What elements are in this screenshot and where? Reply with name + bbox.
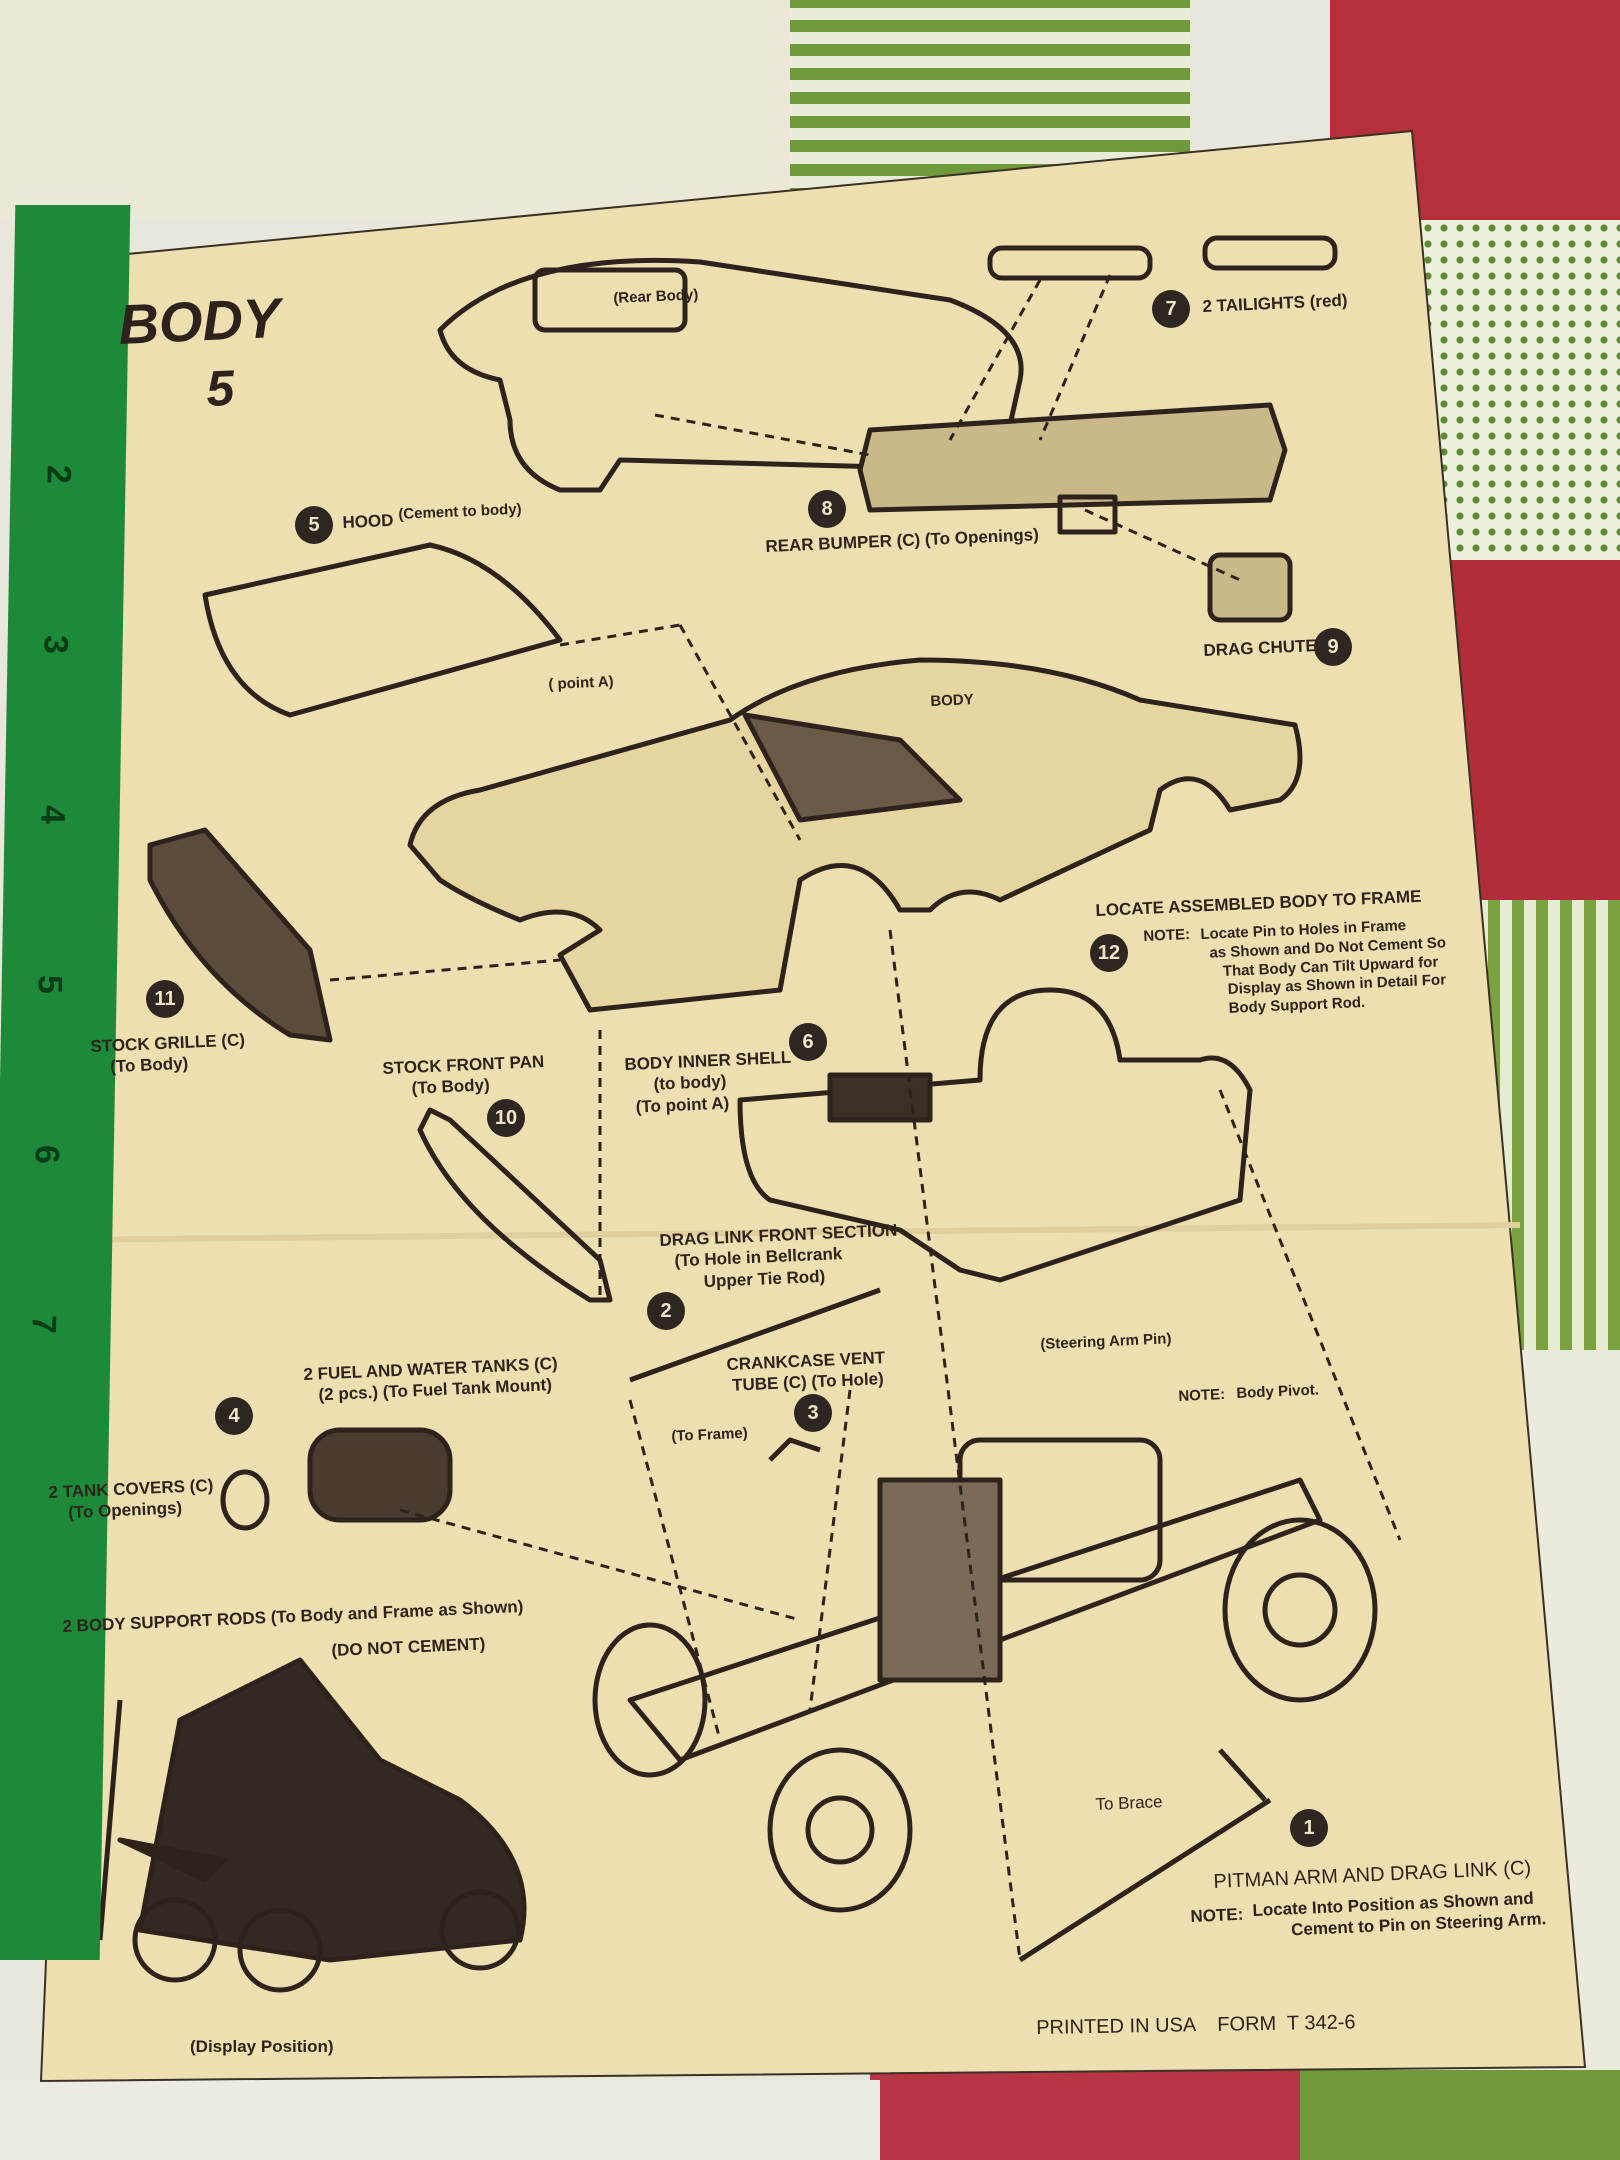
label-stock-grille: STOCK GRILLE (C) (To Body): [90, 1030, 246, 1078]
label-body: BODY: [930, 691, 975, 710]
quilt-patch: [0, 0, 800, 220]
label-point-a: ( point A): [548, 673, 614, 693]
section-number: 5: [205, 359, 236, 417]
label-body-pivot-tag: NOTE:: [1178, 1385, 1226, 1405]
step-badge-1: 1: [1290, 1809, 1328, 1847]
display-car-drawing: [137, 1657, 527, 1963]
step-badge-2: 2: [647, 1292, 685, 1330]
label-locate-note: Locate Pin to Holes in Frame as Shown an…: [1200, 917, 1447, 1018]
ruler-mark: 2: [39, 465, 78, 484]
support-rod-drawing: [97, 1699, 123, 1941]
step-badge-4: 4: [215, 1397, 253, 1435]
label-crankcase: CRANKCASE VENT TUBE (C) (To Hole): [726, 1348, 886, 1396]
quilt-patch: [870, 2060, 1370, 2160]
tailight-drawing: [987, 245, 1153, 281]
quilt-patch: [1300, 2070, 1620, 2160]
chassis-drawing: [627, 1477, 1323, 1763]
ruler-mark: 3: [36, 635, 75, 654]
drag-link-drawing: [629, 1287, 881, 1383]
rear-bumper-drawing: [857, 402, 1288, 513]
body-drawing: [407, 657, 1303, 1013]
ruler-mark: 6: [27, 1145, 66, 1164]
fuel-tank-drawing: [307, 1427, 453, 1523]
label-to-frame: (To Frame): [671, 1424, 749, 1445]
ruler-mark: 4: [33, 805, 72, 824]
quilt-patch: [1420, 220, 1620, 600]
step-badge-11: 11: [146, 980, 184, 1018]
label-hood: HOOD: [342, 510, 394, 532]
label-inner-shell: BODY INNER SHELL (to body) (To point A): [624, 1047, 792, 1117]
front-pan-drawing: [417, 1107, 613, 1303]
label-display-position: (Display Position): [190, 2037, 334, 2056]
quilt-patch: [0, 2080, 880, 2160]
ruler-mark: 5: [30, 975, 69, 994]
label-stock-front-pan: STOCK FRONT PAN (To Body): [382, 1051, 545, 1100]
wheel: [592, 1622, 708, 1778]
tank-cover-drawing: [220, 1469, 270, 1531]
step-badge-8: 8: [808, 490, 846, 528]
label-drag-link-front: DRAG LINK FRONT SECTION (To Hole in Bell…: [659, 1220, 898, 1293]
label-rear-body: (Rear Body): [613, 286, 699, 307]
label-body-pivot: Body Pivot.: [1236, 1381, 1320, 1402]
label-tank-covers: 2 TANK COVERS (C) (To Openings): [48, 1475, 214, 1524]
pitman-arm-drawing: [1018, 1797, 1272, 1963]
inner-shell-drawing: [737, 987, 1253, 1283]
step-badge-7: 7: [1152, 290, 1190, 328]
ruler-mark: 7: [24, 1315, 63, 1334]
step-badge-6: 6: [789, 1023, 827, 1061]
step-badge-12: 12: [1090, 934, 1128, 972]
step-badge-10: 10: [487, 1099, 525, 1137]
label-pitman-note-tag: NOTE:: [1190, 1904, 1244, 1926]
quilt-patch: [1450, 560, 1620, 920]
step-badge-5: 5: [295, 506, 333, 544]
drag-chute-drawing: [1207, 552, 1293, 623]
wheel: [767, 1747, 913, 1913]
label-to-brace: To Brace: [1095, 1792, 1163, 1814]
page-title: BODY: [117, 285, 282, 356]
wheel: [1222, 1517, 1378, 1703]
label-locate-note-tag: NOTE:: [1143, 925, 1191, 945]
step-badge-9: 9: [1314, 628, 1352, 666]
grille-drawing: [147, 827, 333, 1043]
hood-drawing: [202, 542, 563, 718]
step-badge-3: 3: [794, 1394, 832, 1432]
